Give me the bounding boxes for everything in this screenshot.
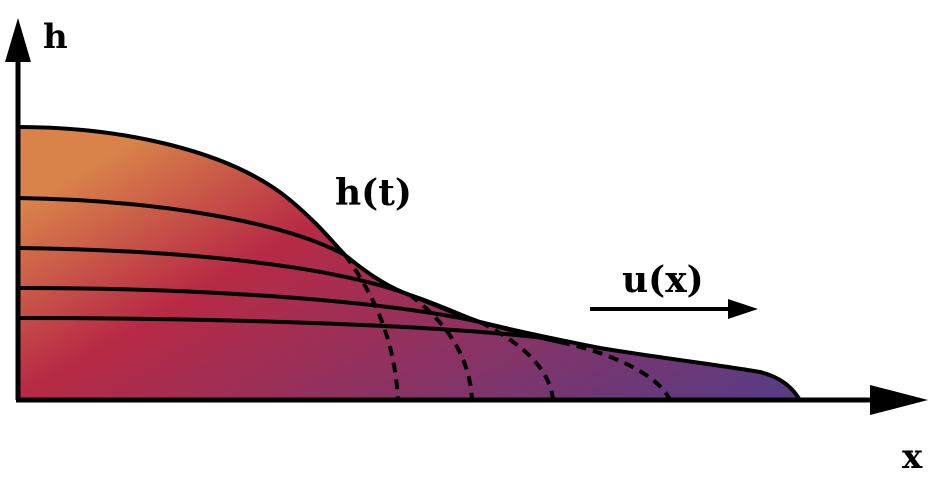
outer-profile-curve — [17, 125, 802, 402]
trajectory-4 — [559, 340, 672, 401]
y-axis-label: h — [43, 17, 68, 57]
velocity-label: u(x) — [622, 259, 704, 301]
height-curve-label: h(t) — [335, 172, 412, 214]
x-axis-arrowhead — [870, 385, 928, 415]
velocity-arrow — [590, 299, 758, 319]
fluid-profile-fill — [18, 127, 800, 400]
trajectory-curves — [343, 253, 672, 401]
axes — [5, 18, 928, 415]
velocity-arrowhead — [728, 299, 758, 319]
x-axis-label: x — [902, 437, 923, 477]
trajectory-1 — [343, 253, 400, 401]
y-axis-arrowhead — [5, 18, 31, 62]
